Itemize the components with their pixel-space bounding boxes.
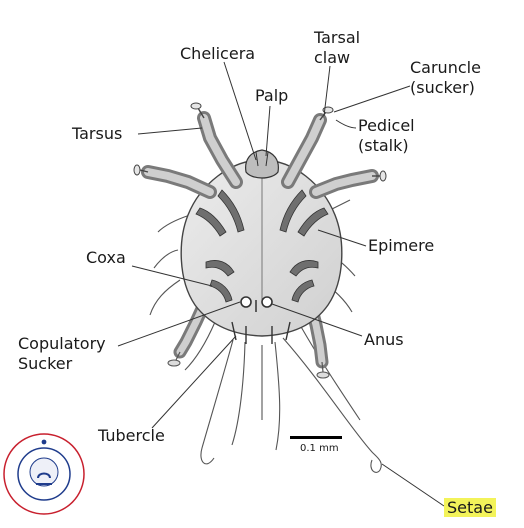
label-tarsal-claw: Tarsal claw	[314, 28, 361, 67]
gnathosoma	[245, 149, 279, 179]
scale-bar-label: 0.1 mm	[300, 443, 339, 454]
label-caruncle: Caruncle (sucker)	[410, 58, 481, 97]
label-copulatory-sucker: Copulatory Sucker	[18, 334, 106, 373]
label-tarsus: Tarsus	[72, 124, 123, 143]
front-legs	[133, 102, 387, 199]
parasitology-group-logo	[2, 432, 86, 516]
setae-highlight: Setae	[444, 498, 496, 517]
label-chelicera: Chelicera	[180, 44, 256, 63]
label-pedicel: Pedicel (stalk)	[358, 116, 415, 155]
label-palp: Palp	[255, 86, 289, 105]
label-coxa: Coxa	[86, 248, 126, 267]
scale-bar-line	[290, 436, 342, 439]
label-tubercle: Tubercle	[98, 426, 165, 445]
label-epimere: Epimere	[368, 236, 435, 255]
label-setae: Setae	[444, 498, 496, 518]
label-anus: Anus	[364, 330, 404, 349]
leader-lines	[117, 61, 445, 507]
epimeres	[195, 189, 329, 303]
logo-emblem	[3, 433, 85, 515]
